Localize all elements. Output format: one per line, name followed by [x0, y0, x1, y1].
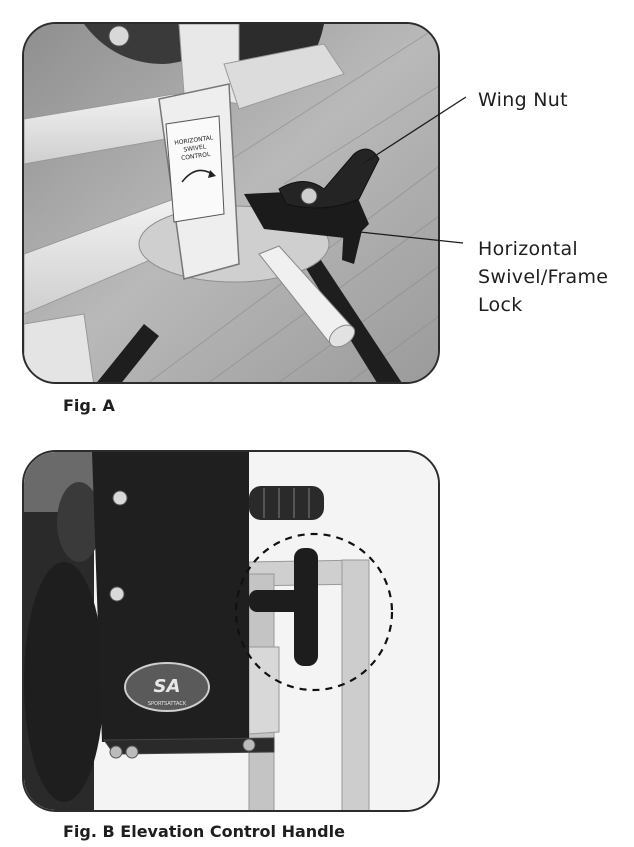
plate-line-2: SWIVEL: [183, 143, 207, 153]
black-leg-right: [294, 242, 402, 382]
grip-ridges: [263, 488, 310, 518]
black-side-panel: [92, 452, 249, 742]
frame-tube-right: [223, 43, 345, 110]
figure-b-caption: Fig. B Elevation Control Handle: [63, 822, 345, 841]
wheel-hub: [108, 25, 130, 47]
figure-b-illustration: SA SPORTSATTACK: [24, 452, 438, 810]
base-bolt-far: [242, 738, 256, 752]
swivel-lock-label-line-1: Horizontal: [478, 238, 579, 260]
black-leg-left: [97, 324, 159, 382]
wing-nut-label: Wing Nut: [478, 86, 568, 114]
arrow-head-icon: [208, 170, 216, 178]
swivel-lock-label-line-2: Swivel/Frame: [478, 266, 609, 288]
frame-lock-flange: [342, 222, 364, 264]
sports-attack-logo: [124, 662, 210, 712]
rotate-arrow-icon: [181, 169, 213, 183]
wing-nut-label-text: Wing Nut: [478, 89, 568, 111]
elevation-handle-grip: [294, 548, 318, 666]
swivel-lock-label-line-3: Lock: [478, 294, 523, 316]
wing-nut-bolt: [300, 187, 318, 205]
swivel-lock-label: Horizontal Swivel/Frame Lock: [478, 235, 608, 319]
swivel-lock-leader: [331, 228, 464, 244]
frame-upright-right: [341, 559, 370, 810]
wheel-face: [24, 562, 104, 802]
frame-upright: [24, 313, 94, 382]
motor-end: [57, 482, 101, 562]
base-bolt-left: [109, 745, 123, 759]
figure-a-caption: Fig. A: [63, 396, 115, 415]
wing-nut-leader: [363, 96, 467, 164]
mount-bracket: [248, 646, 280, 735]
rod-end-cap: [328, 324, 356, 348]
plate-line-3: CONTROL: [181, 151, 212, 162]
grip-handle: [249, 486, 324, 520]
base-bolt-right: [125, 745, 139, 759]
figure-b-photo: SA SPORTSATTACK: [22, 450, 440, 812]
figure-a-illustration: HORIZONTAL SWIVEL CONTROL: [24, 24, 438, 382]
figure-a-photo: HORIZONTAL SWIVEL CONTROL: [22, 22, 440, 384]
panel-bolt-top: [112, 490, 128, 506]
panel-bolt-middle: [109, 586, 125, 602]
highlight-circle: [234, 532, 394, 692]
swivel-control-plate: [165, 115, 225, 223]
logo-monogram: SA: [154, 676, 181, 697]
logo-wordmark: SPORTSATTACK: [148, 701, 187, 707]
